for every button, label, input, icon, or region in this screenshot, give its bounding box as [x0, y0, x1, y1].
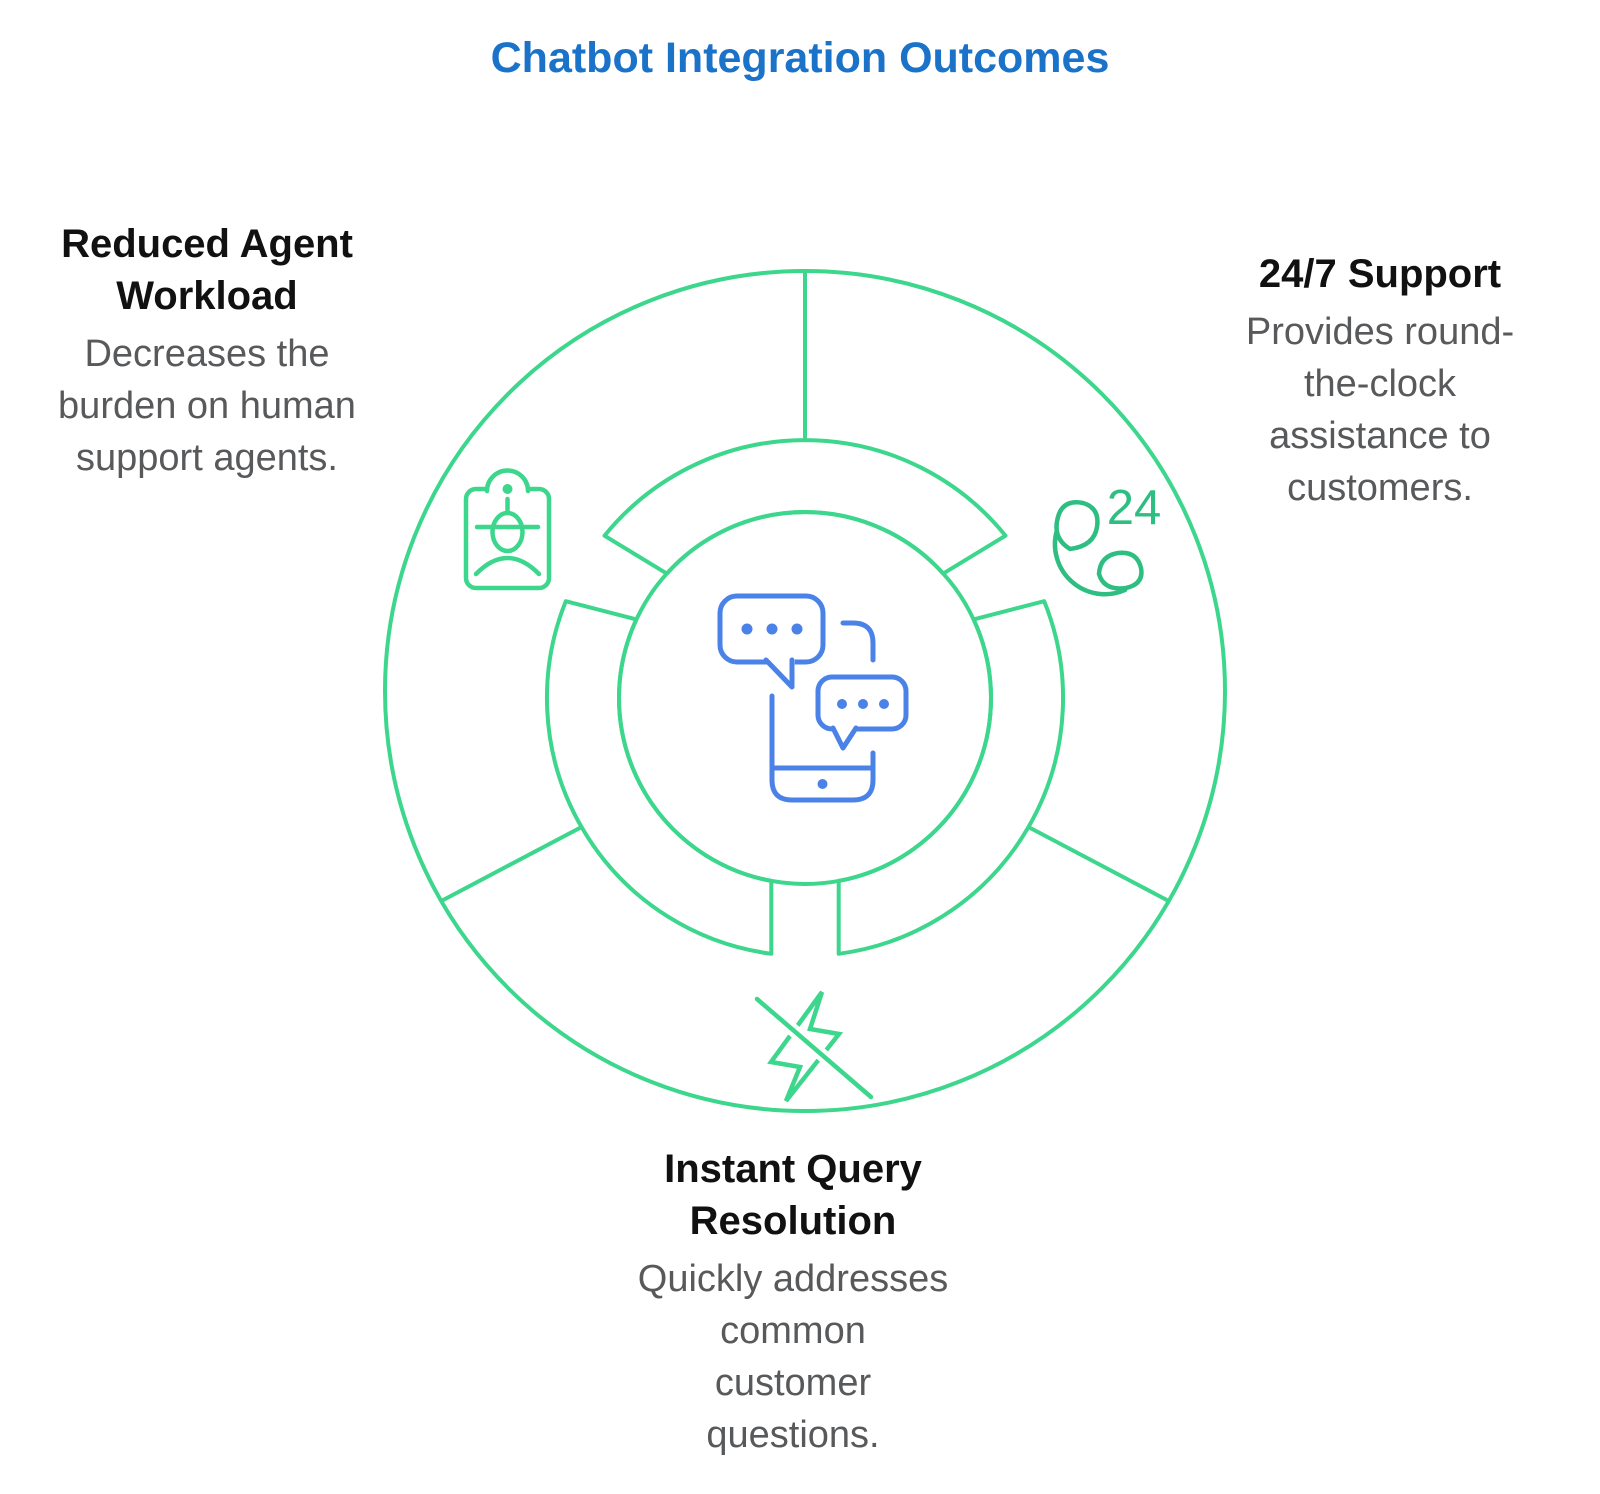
label-reduced-agent-workload-description: Decreases the burden on human support ag…	[58, 333, 356, 479]
phone-top-corner	[840, 620, 876, 663]
label-instant-query-resolution: Instant Query Resolution Quickly address…	[593, 1143, 993, 1461]
phone-body	[769, 693, 876, 803]
label-reduced-agent-workload: Reduced Agent Workload Decreases the bur…	[27, 218, 387, 484]
icon-label-24: 24	[1107, 481, 1162, 535]
chatbot-phone-icon	[717, 593, 909, 803]
phone-24-icon: 24	[1052, 481, 1162, 597]
inner-circle	[617, 510, 993, 886]
chat-bubble-2-tail	[830, 725, 859, 751]
label-instant-query-resolution-description: Quickly addresses common customer questi…	[637, 1258, 949, 1456]
label-24-7-support-heading: 24/7 Support	[1258, 252, 1502, 296]
label-24-7-support: 24/7 Support Provides round- the-clock a…	[1200, 248, 1560, 514]
ring-segment-top	[602, 438, 1008, 576]
chat-bubble-1-tail	[763, 657, 795, 690]
page-title: Chatbot Integration Outcomes	[490, 34, 1110, 82]
agent-badge-icon	[463, 468, 552, 591]
divider-bottom-right	[1027, 825, 1170, 903]
label-reduced-agent-workload-heading: Reduced Agent Workload	[61, 222, 353, 318]
label-instant-query-resolution-heading: Instant Query Resolution	[664, 1147, 922, 1243]
label-24-7-support-description: Provides round- the-clock assistance to …	[1245, 311, 1515, 509]
phone-home-dot	[817, 779, 828, 789]
divider-bottom-left	[440, 825, 583, 903]
instant-bolt-icon	[750, 990, 878, 1104]
